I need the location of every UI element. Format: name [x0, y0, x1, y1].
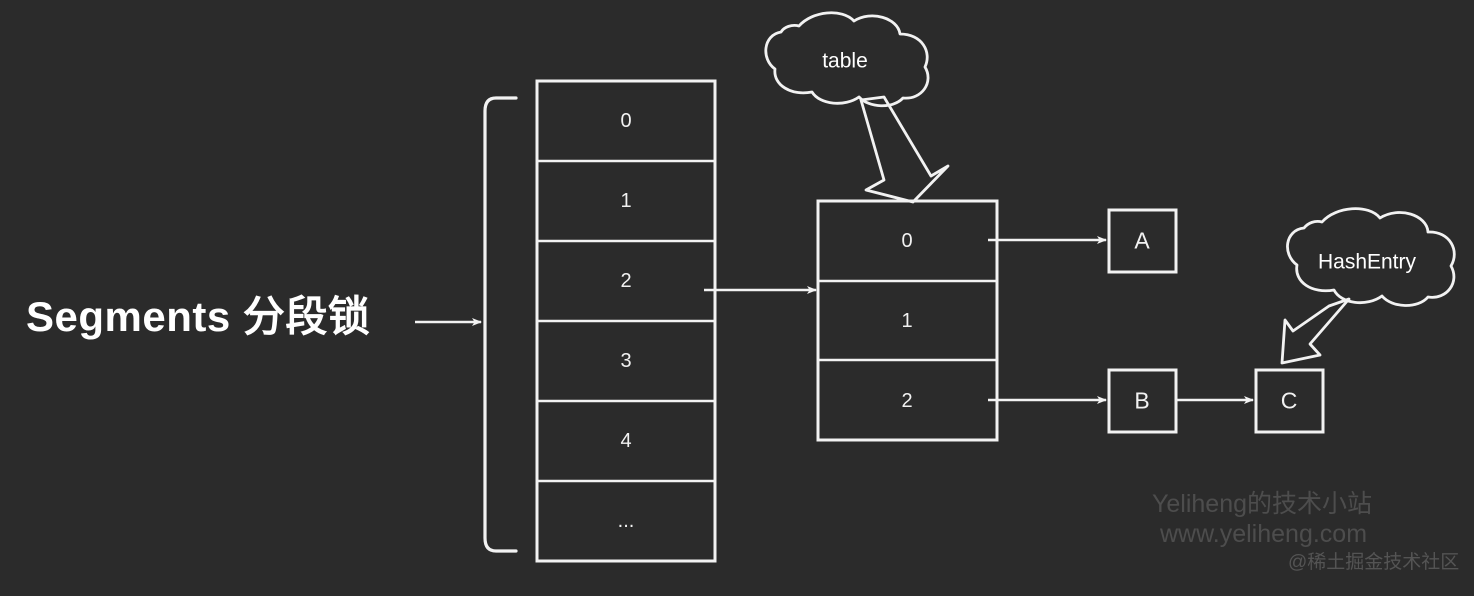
segments-cell-3: 3 [620, 350, 632, 372]
entry-box-b [1107, 368, 1178, 434]
watermark-site: Yeliheng的技术小站 [1152, 490, 1373, 518]
watermark-url: www.yeliheng.com [1160, 520, 1368, 548]
segments-cell-1: 1 [620, 190, 632, 212]
segments-array [535, 79, 717, 563]
table-callout-label: table [822, 49, 868, 73]
segments-cell-2: 2 [620, 270, 632, 292]
segments-cell-0: 0 [620, 110, 632, 132]
table-cell-2: 2 [901, 390, 913, 412]
segments-cell-ellipsis: ... [617, 510, 635, 532]
entry-box-a [1107, 208, 1178, 274]
hashentry-callout-cloud [1280, 207, 1456, 365]
table-cell-1: 1 [901, 310, 913, 332]
watermark-credit: @稀土掘金技术社区 [1288, 552, 1460, 573]
segments-brace [483, 96, 518, 553]
segments-cell-4: 4 [620, 430, 632, 452]
table-callout-cloud [764, 11, 950, 204]
hashentry-callout-label: HashEntry [1317, 250, 1417, 274]
table-array [816, 199, 999, 442]
table-cell-0: 0 [901, 230, 913, 252]
entry-label-c: C [1280, 387, 1298, 414]
entry-label-a: A [1134, 227, 1150, 254]
entry-label-b: B [1134, 387, 1150, 414]
entry-box-c [1254, 368, 1325, 434]
page-title: Segments 分段锁 [26, 293, 371, 340]
